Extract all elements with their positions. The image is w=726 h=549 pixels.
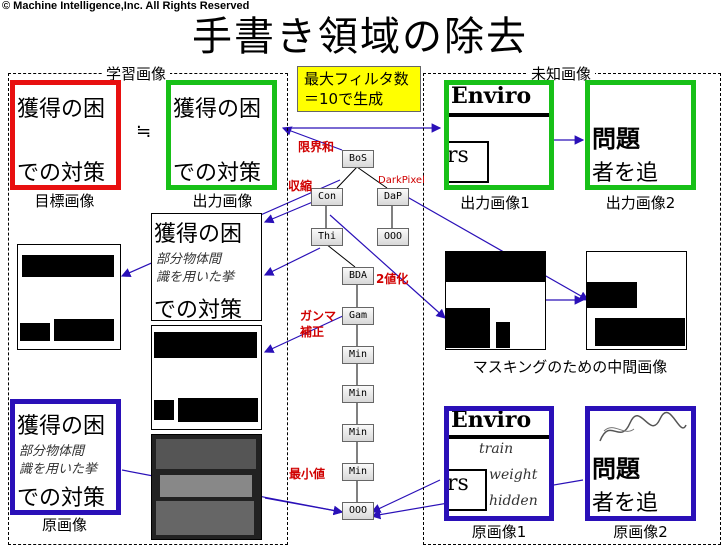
original-image-2: 問題 者を追	[585, 406, 696, 521]
masking-image-1	[445, 251, 546, 350]
orig-hand-1: 部分物体間	[19, 444, 85, 459]
original-caption: 原画像	[41, 516, 87, 534]
orig2-tsui: 者を追	[592, 491, 659, 516]
node-dap[interactable]: DaP	[377, 188, 409, 206]
masking-caption: マスキングのための中間画像	[472, 358, 668, 376]
inter-text-1: 獲得の困	[154, 222, 243, 247]
out1-rs: rs	[449, 141, 489, 183]
page-title: 手書き領域の除去	[192, 14, 528, 60]
inter-hand-2: 識を用いた挙	[156, 270, 235, 285]
original1-caption: 原画像1	[471, 523, 527, 541]
node-gam[interactable]: Gam	[342, 307, 374, 325]
label-darkpixel: DarkPixel	[378, 175, 425, 186]
output-image-1: Enviro rs	[444, 80, 554, 190]
orig1-train: train	[479, 441, 514, 457]
output-image: 獲得の困 での対策	[166, 80, 277, 190]
output-image-2: 問題 者を追	[585, 80, 696, 190]
filter-count-note: 最大フィルタ数 ＝10で生成	[297, 66, 421, 112]
intermediate-image-text: 獲得の困 部分物体間 識を用いた挙 での対策	[151, 213, 262, 321]
thresholded-mask-image	[17, 244, 121, 350]
note-line-2: ＝10で生成	[304, 90, 384, 108]
original-image: 獲得の困 部分物体間 識を用いた挙 での対策	[10, 399, 121, 515]
target-caption: 目標画像	[34, 192, 95, 210]
approx-symbol: ≒	[136, 121, 152, 142]
output-text-1: 獲得の困	[173, 97, 262, 122]
orig1-hidden: hidden	[489, 493, 538, 509]
node-min-1[interactable]: Min	[342, 346, 374, 364]
label-saishouchi: 最小値	[289, 467, 326, 481]
node-min-3[interactable]: Min	[342, 424, 374, 442]
inter-hand-1: 部分物体間	[156, 252, 222, 267]
masking-image-2	[586, 251, 687, 350]
node-ooo-1[interactable]: OOO	[377, 228, 409, 246]
handwriting-scribble	[599, 411, 687, 442]
output-text-2: での対策	[173, 161, 262, 186]
note-line-1: 最大フィルタ数	[304, 70, 409, 88]
orig-text-2: での対策	[17, 486, 106, 511]
learning-section-label: 学習画像	[102, 63, 171, 84]
orig2-mondai: 問題	[592, 454, 640, 483]
unknown-section-label: 未知画像	[527, 63, 596, 84]
orig-hand-2: 識を用いた挙	[19, 462, 98, 477]
node-bda[interactable]: BDA	[342, 267, 374, 285]
node-min-4[interactable]: Min	[342, 463, 374, 481]
label-nichika: 2値化	[376, 272, 409, 286]
out2-mondai: 問題	[592, 124, 640, 153]
out1-enviro: Enviro	[451, 83, 532, 109]
original2-caption: 原画像2	[613, 523, 668, 541]
minimum-filter-image	[151, 434, 262, 540]
node-thi[interactable]: Thi	[311, 228, 343, 246]
output2-caption: 出力画像2	[605, 194, 676, 212]
orig1-enviro: Enviro	[451, 407, 532, 433]
node-con[interactable]: Con	[311, 188, 343, 206]
out2-tsui: 者を追	[592, 161, 659, 186]
output-caption: 出力画像	[192, 192, 253, 210]
label-shukushou: 収縮	[288, 179, 313, 193]
inter-text-2: での対策	[154, 298, 243, 321]
node-min-2[interactable]: Min	[342, 385, 374, 403]
target-text-1: 獲得の困	[17, 97, 106, 122]
node-ooo-2[interactable]: OOO	[342, 502, 374, 520]
node-bos[interactable]: BoS	[342, 150, 374, 168]
copyright-text: © Machine Intelligence,Inc. All Rights R…	[2, 0, 250, 12]
original-image-1: Enviro train weight hidden rs	[444, 406, 554, 521]
orig1-rs: rs	[449, 469, 487, 511]
label-genkaiwa: 限界和	[298, 140, 335, 154]
target-text-2: での対策	[17, 161, 106, 186]
output1-caption: 出力画像1	[460, 194, 530, 212]
orig-text-1: 獲得の困	[17, 414, 106, 439]
label-gamma: ガンマ 補正	[300, 309, 337, 339]
target-image: 獲得の困 での対策	[10, 80, 121, 190]
gamma-mask-image	[151, 325, 262, 430]
orig1-weight: weight	[489, 467, 538, 483]
